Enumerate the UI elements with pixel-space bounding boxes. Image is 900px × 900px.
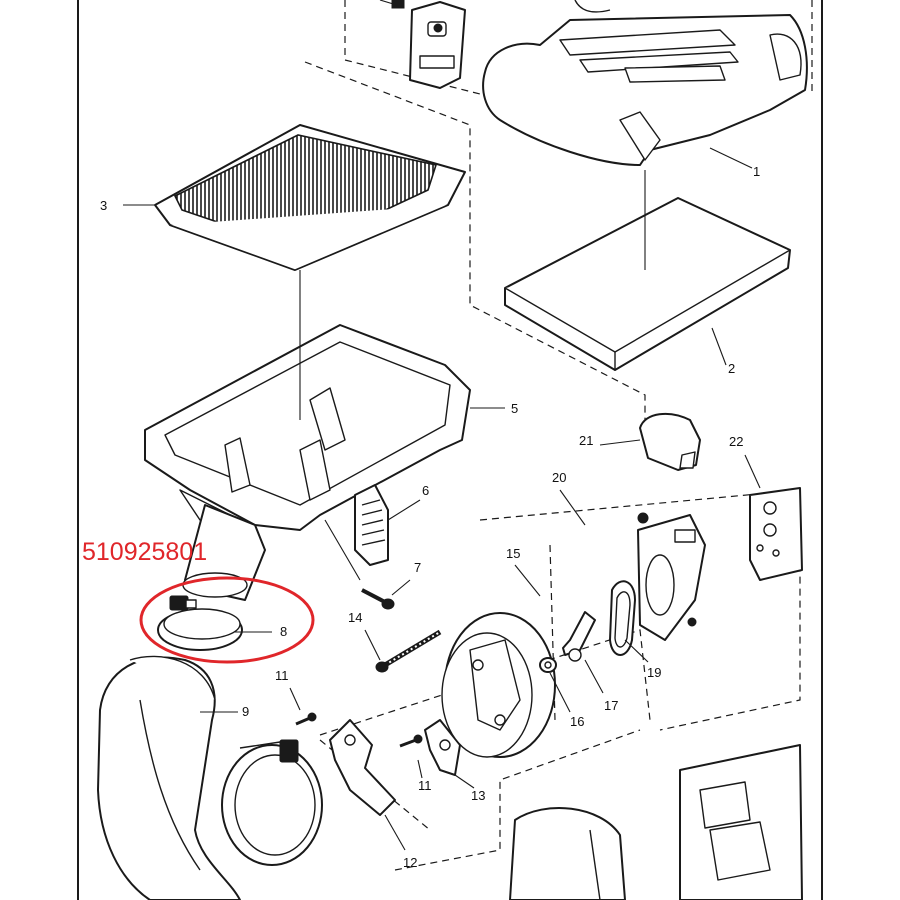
- filter-housing-part: [144, 324, 471, 601]
- part-number-label: 510925801: [82, 538, 207, 566]
- long-bolt-part: [375, 629, 442, 673]
- callout-12: 12: [403, 855, 417, 870]
- callout-1: 1: [753, 164, 760, 179]
- clip-part: [354, 484, 389, 566]
- callout-11-lower: 11: [418, 778, 432, 793]
- carburetor-part: [637, 512, 706, 641]
- top-cover-part: [482, 0, 808, 166]
- callout-22: 22: [729, 434, 743, 449]
- top-bracket-part: [379, 0, 466, 89]
- callout-8: 8: [280, 624, 287, 639]
- callout-9: 9: [242, 704, 249, 719]
- screw-part: [361, 588, 395, 610]
- small-screw-part-upper: [295, 712, 317, 726]
- callout-20: 20: [552, 470, 566, 485]
- gasket-ring-part: [609, 580, 636, 656]
- hose-clamp-part: [157, 595, 243, 651]
- callout-labels: 1 2 3 5 6 7 8 9 11 11 12 13 14 15 16 17 …: [100, 164, 760, 870]
- dashed-group-lines: [304, 0, 813, 871]
- spacer-drum-part: [441, 612, 556, 758]
- motor-housing-part: [509, 744, 803, 900]
- callout-16: 16: [570, 714, 584, 729]
- callout-11-upper: 11: [275, 668, 289, 683]
- highlight-circle: [139, 576, 315, 664]
- small-screw-part-lower: [399, 734, 423, 748]
- callout-2: 2: [728, 361, 735, 376]
- washer-part: [539, 657, 557, 673]
- callout-15: 15: [506, 546, 520, 561]
- air-filter-part: [154, 124, 466, 271]
- callout-19: 19: [647, 665, 661, 680]
- callout-21: 21: [579, 433, 593, 448]
- callout-6: 6: [422, 483, 429, 498]
- callout-3: 3: [100, 198, 107, 213]
- callout-5: 5: [511, 401, 518, 416]
- gasket-plate-part: [749, 487, 803, 581]
- cap-part: [639, 412, 701, 471]
- bracket-plate-part: [329, 719, 396, 816]
- callout-13: 13: [471, 788, 485, 803]
- choke-lever-part: [562, 611, 596, 662]
- callout-7: 7: [414, 560, 421, 575]
- large-clamp-part: [221, 739, 323, 866]
- callout-17: 17: [604, 698, 618, 713]
- leader-lines: [123, 147, 761, 851]
- intake-hose-part: [97, 655, 241, 900]
- callout-14: 14: [348, 610, 362, 625]
- foam-pad-part: [504, 197, 791, 371]
